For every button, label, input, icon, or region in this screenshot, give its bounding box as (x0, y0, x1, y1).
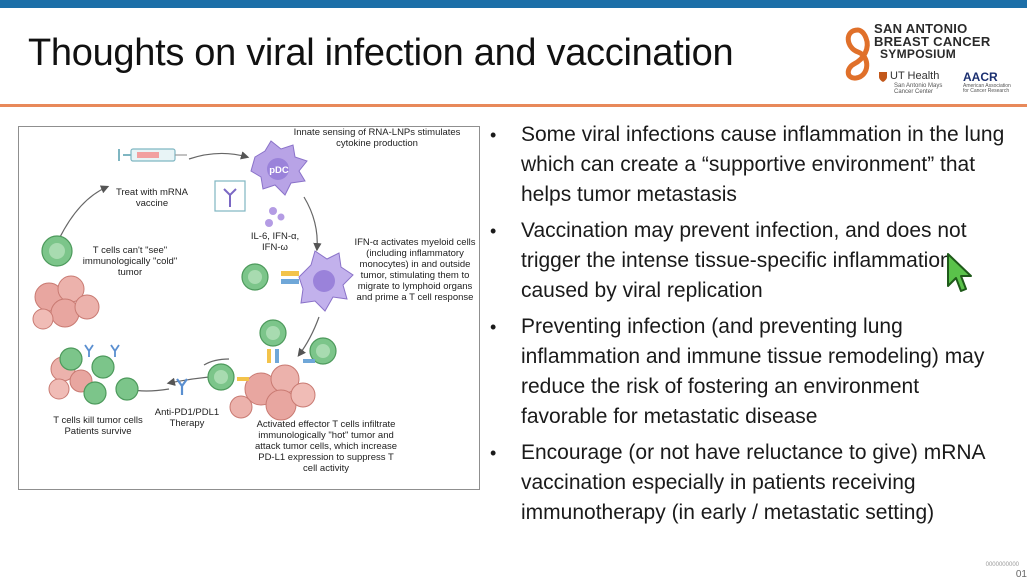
bullet-dot: • (490, 443, 497, 463)
bullet-list: • Some viral infections cause inflammatio… (488, 120, 1008, 534)
tcell-kill-4 (91, 355, 115, 379)
tcell-kill-3 (115, 377, 139, 401)
bullet-item: • Encourage (or not have reluctance to gi… (488, 438, 1008, 528)
bullet-text: Preventing infection (and preventing lun… (521, 315, 985, 428)
arrow-myeloid-to-tcell (297, 316, 320, 357)
title-rule (0, 104, 1027, 107)
top-bar (0, 0, 1027, 8)
bullet-dot: • (490, 125, 497, 145)
sabcs-logo: SAN ANTONIO BREAST CANCER SYMPOSIUM UT H… (840, 20, 1020, 100)
arrow-cold-to-vaccine (58, 185, 110, 240)
mechanism-figure: Innate sensing of RNA-LNPs stimulates cy… (18, 126, 480, 490)
bullet-item: • Preventing infection (and preventing lu… (488, 312, 1008, 432)
arrow-tcell-join (203, 358, 230, 366)
arrow-pdc-to-myeloid (303, 196, 322, 252)
tcell-kill-2 (83, 381, 107, 405)
bullet-text: Some viral infections cause inflammation… (521, 123, 1005, 206)
logo-line-2: BREAST CANCER (874, 34, 991, 49)
bullet-dot: • (490, 221, 497, 241)
ut-health-label: UT Health (890, 70, 940, 82)
cytokines-label: IL-6, IFN-α, IFN-ω (250, 231, 300, 253)
myeloid-cell-icon (281, 250, 354, 312)
cold-tumor-icon (32, 275, 100, 330)
therapy-antibody-icon (176, 378, 188, 395)
arrow-vaccine-to-pdc (188, 151, 250, 160)
footnote: 0000000000 (985, 562, 1019, 568)
pdl1-marker-1 (267, 349, 271, 363)
ut-health-sub: San Antonio Mays Cancer Center (894, 83, 943, 95)
anti-pd1-therapy-label: Anti-PD1/PDL1 Therapy (154, 407, 220, 429)
pdc-label: pDC (269, 165, 289, 176)
arrow-to-therapy (166, 376, 210, 386)
tcells-kill-label: T cells kill tumor cells Patients surviv… (53, 415, 143, 437)
aacr-sub: American Association for Cancer Research (963, 83, 1011, 94)
bullet-text: Encourage (or not have reluctance to giv… (521, 441, 985, 524)
pdl1-marker-3 (237, 377, 249, 381)
logo-line-3: SYMPOSIUM (880, 47, 957, 61)
pdl1-marker-2 (275, 349, 279, 363)
tcell-kill-1 (59, 347, 83, 371)
innate-sensing-label: Innate sensing of RNA-LNPs stimulates cy… (293, 127, 461, 149)
bullet-text: Vaccination may prevent infection, and d… (521, 219, 967, 302)
ifn-activation-label: IFN-α activates myeloid cells (including… (354, 237, 476, 303)
logo-line-1: SAN ANTONIO (874, 21, 968, 36)
bullet-item: • Vaccination may prevent infection, and … (488, 216, 1008, 306)
ribbon-logo-icon (845, 27, 870, 81)
antibody-icon-1 (84, 344, 94, 357)
slide-title: Thoughts on viral infection and vaccinat… (28, 32, 734, 74)
bullet-dot: • (490, 317, 497, 337)
ut-shield-icon (879, 72, 887, 82)
treat-vaccine-label: Treat with mRNA vaccine (116, 187, 188, 209)
mouse-cursor-icon (947, 253, 972, 292)
syringe-icon (118, 148, 187, 162)
figure-drawing (32, 140, 354, 421)
activated-tcells-label: Activated effector T cells infiltrate im… (254, 419, 398, 474)
antibody-icon-2 (110, 344, 120, 357)
pdl1-marker-4 (303, 359, 315, 363)
cold-tumor-label: T cells can't "see" immunologically "col… (82, 245, 178, 278)
page-number: 01 (1015, 569, 1027, 580)
aacr-label: AACR (963, 70, 998, 84)
hot-tumor-icon (229, 364, 316, 421)
pdc-cell-icon (250, 140, 308, 196)
receptor-icon (223, 188, 237, 207)
bullet-item: • Some viral infections cause inflammatio… (488, 120, 1008, 210)
